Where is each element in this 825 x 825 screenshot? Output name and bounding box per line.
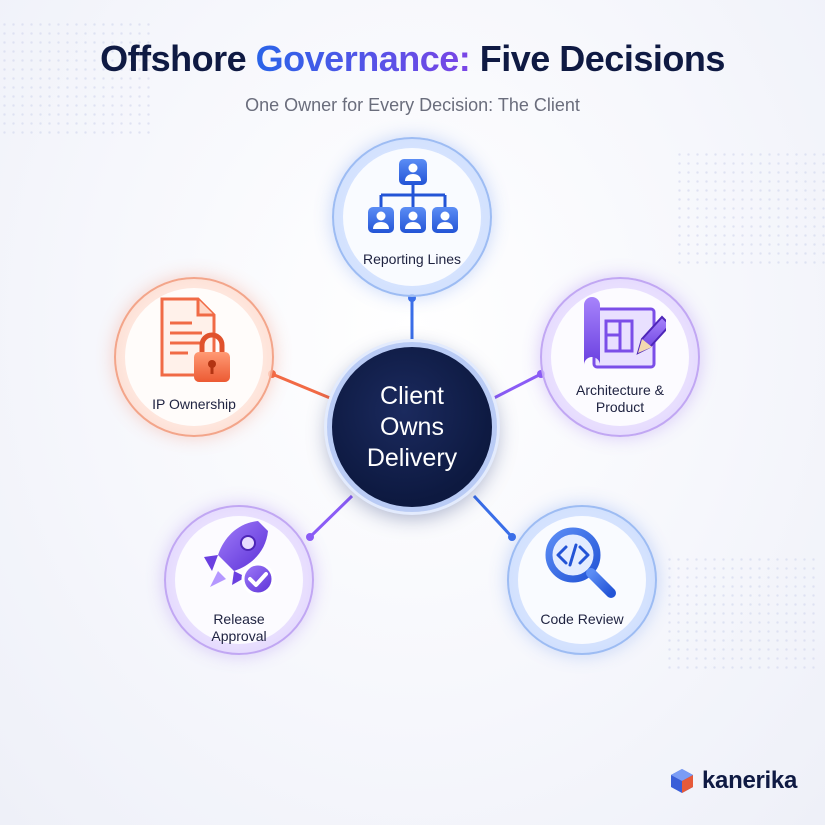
center-hub: Client Owns Delivery [327,342,497,512]
node-reporting-lines: Reporting Lines [332,137,492,297]
connector-release [308,494,354,539]
center-text: Delivery [366,443,458,472]
connector-code [472,494,514,539]
decor-dots [0,20,150,140]
connector-ip [271,372,331,400]
logo-text: kanerika [701,767,797,794]
decor-dots [665,555,815,675]
blueprint-pencil-icon [584,297,666,369]
brand-logo: kanerika [670,767,797,795]
center-text: Client [380,381,444,410]
decor-dots [675,150,825,270]
cube-logo-icon [670,769,693,793]
page-title: Offshore Governance: Five Decisions [100,38,725,79]
code-magnifier-icon [545,527,616,598]
node-code-review: Code Review [507,505,657,655]
node-ip-ownership: IP Ownership [114,277,274,437]
node-label: IP Ownership [152,396,236,412]
connector-architecture [493,372,542,400]
node-architecture-product: Architecture &Product [540,277,700,437]
org-chart-icon [368,159,458,233]
rocket-check-icon [204,521,275,596]
node-label: Code Review [540,611,624,627]
node-label: Architecture &Product [576,382,664,415]
center-text: Owns [380,412,444,441]
document-lock-icon [160,297,230,382]
node-label: Reporting Lines [362,251,462,267]
page-subtitle: One Owner for Every Decision: The Client [245,95,580,115]
